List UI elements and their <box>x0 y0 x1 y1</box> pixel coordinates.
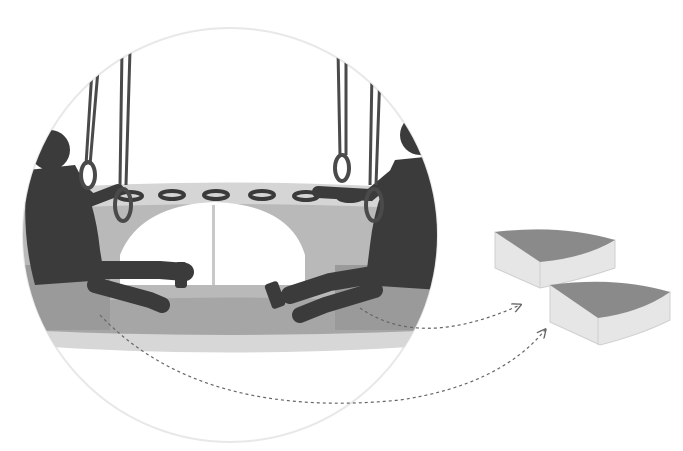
right-person-head <box>400 115 440 155</box>
left-person-foot <box>175 262 187 288</box>
window-divider <box>212 205 215 285</box>
left-person-head <box>30 130 70 170</box>
seat-block-2 <box>550 282 670 345</box>
seat-block-1 <box>495 229 615 288</box>
left-person-leg-upper <box>80 270 185 272</box>
